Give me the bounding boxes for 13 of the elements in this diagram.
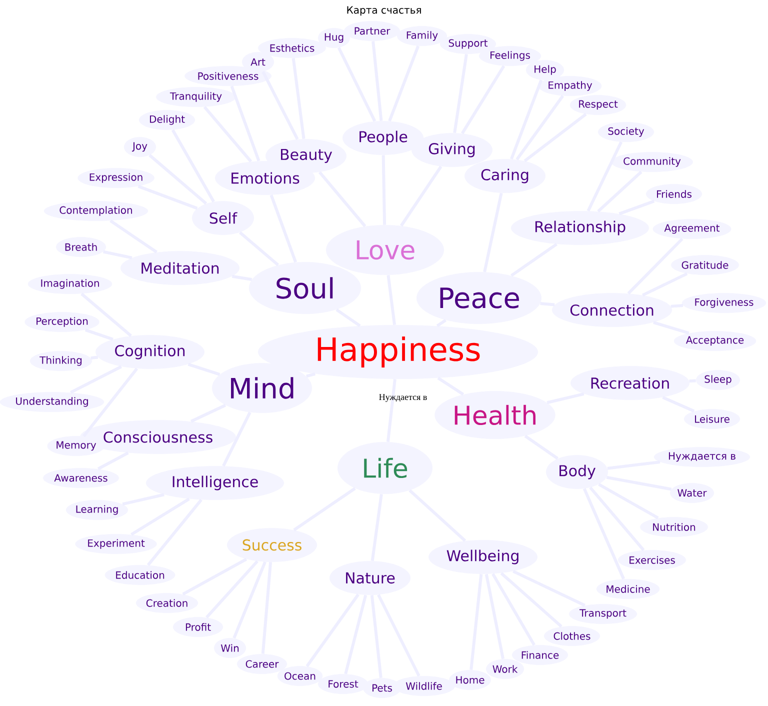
node-label: Home	[456, 676, 484, 684]
node-label: Partner	[354, 27, 390, 35]
node-label: Consciousness	[104, 431, 212, 443]
node-label: Art	[250, 58, 266, 66]
node-label: Giving	[428, 142, 475, 158]
node-label: People	[360, 130, 408, 146]
node-label: Beauty	[280, 148, 332, 164]
node-label: Help	[534, 65, 556, 75]
title: Карта счастья	[347, 6, 421, 16]
node-label: Pets	[372, 684, 392, 692]
label-text: Нуждается в	[379, 394, 427, 402]
node-label: Wildlife	[406, 682, 442, 690]
node-label: Forest	[328, 680, 358, 688]
